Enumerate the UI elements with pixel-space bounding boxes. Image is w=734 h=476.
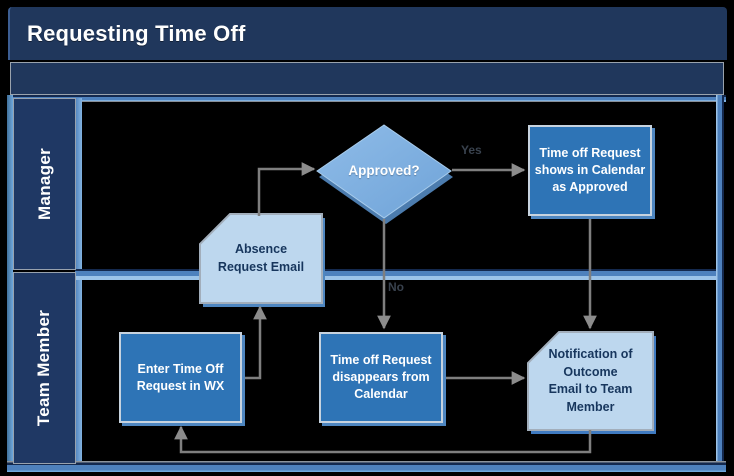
frame-bottom-border: [7, 461, 726, 472]
frame-left-border: [7, 95, 13, 472]
page-title: Requesting Time Off: [27, 20, 246, 46]
lane-label-manager: Manager: [13, 98, 76, 270]
node-absence-request-email-shape: [199, 213, 323, 304]
node-shows-in-calendar: Time off Request shows in Calendar as Ap…: [528, 125, 652, 216]
lane-label-divider: [75, 98, 82, 465]
lane-label-team-member: Team Member: [13, 272, 76, 464]
phase-bar: [10, 62, 724, 95]
node-disappears-from-calendar: Time off Request disappears from Calenda…: [319, 332, 443, 423]
arrow-absence-to-approved: [257, 162, 316, 216]
frame-right-border: [716, 95, 724, 472]
frame-top-border: [7, 95, 726, 102]
lane-divider: [75, 269, 716, 280]
node-notification-outcome-shape: [527, 331, 654, 431]
node-enter-time-off: Enter Time Off Request in WX: [119, 332, 242, 423]
arrow-enter-to-absence: [242, 305, 267, 380]
title-bar: Requesting Time Off: [8, 7, 727, 60]
node-approved-decision-shape: [316, 124, 452, 219]
arrow-notification-to-enter: [174, 425, 592, 454]
